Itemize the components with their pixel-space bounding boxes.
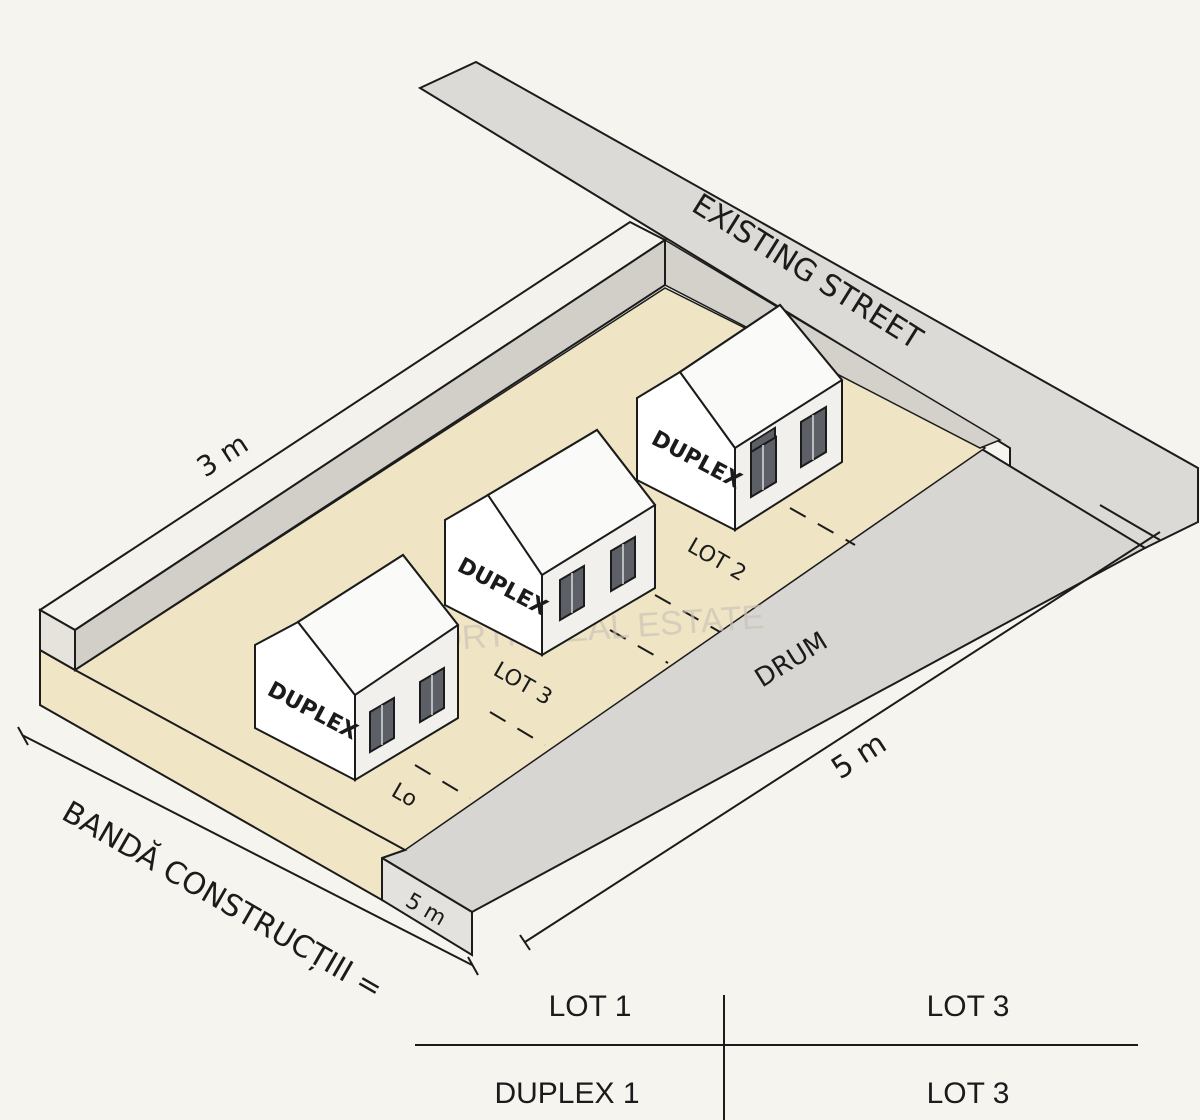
lot-table: LOT 1 LOT 3 DUPLEX 1 LOT 3 (415, 990, 1138, 1120)
duplex-house-a (254, 553, 460, 782)
window-mullions (381, 415, 814, 745)
dimension-5m-side-label: 5 m (825, 726, 893, 787)
existing-street (417, 60, 1199, 550)
lot-dividers (414, 507, 856, 799)
table-header-2: LOT 3 (927, 990, 1010, 1023)
back-wall-end-face (39, 608, 76, 672)
table-cell-1: DUPLEX 1 (494, 1077, 639, 1110)
dimension-lines (17, 504, 1161, 976)
table-cell-2: LOT 3 (927, 1077, 1010, 1110)
table-header-1: LOT 1 (549, 990, 632, 1023)
duplex-house-b (444, 428, 657, 657)
duplex-house-c (636, 303, 844, 532)
